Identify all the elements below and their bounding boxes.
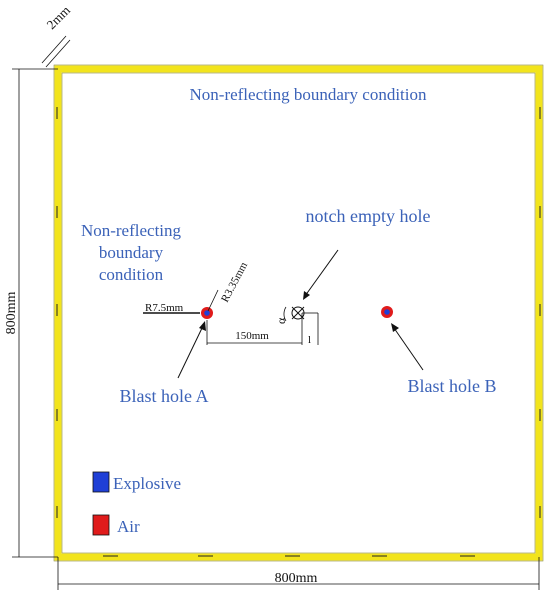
blast-hole-a-pointer	[177, 325, 204, 379]
left-boundary-label-line1: Non-reflecting	[81, 221, 182, 240]
width-dim-label: 800mm	[275, 571, 318, 586]
thickness-dim-line	[41, 35, 67, 64]
thickness-dim-label: 2mm	[44, 3, 74, 33]
boundary-dash-marks	[56, 107, 541, 557]
model-boundary-frame	[54, 65, 543, 561]
notch-hole-arrowhead	[303, 291, 310, 300]
spacing-dim-label: 150mm	[235, 330, 269, 342]
model-boundary-outer-edge	[53, 64, 544, 562]
blast-hole-b-label: Blast hole B	[408, 376, 497, 396]
top-boundary-label: Non-reflecting boundary condition	[190, 85, 427, 104]
hole-radius-label: R7.5mm	[145, 302, 184, 314]
notch-angle-arc	[283, 306, 287, 322]
legend-air-label: Air	[117, 517, 140, 536]
notch-crack-lower	[291, 306, 305, 320]
height-dim-label: 800mm	[4, 292, 19, 335]
notch-hole-pointer	[304, 249, 339, 297]
notch-angle-label: α	[274, 317, 288, 324]
blast-hole-b-arrowhead	[391, 323, 399, 332]
thickness-dim-line-2	[45, 39, 71, 68]
model-boundary-inner-edge	[61, 72, 536, 554]
notch-length-label: l	[308, 334, 311, 346]
legend-explosive-swatch	[92, 471, 110, 493]
blast-hole-a-label: Blast hole A	[120, 386, 209, 406]
notch-hole-label: notch empty hole	[306, 206, 431, 226]
legend-explosive-label: Explosive	[113, 474, 181, 493]
left-boundary-label-line3: condition	[99, 265, 164, 284]
left-boundary-label-line2: boundary	[99, 243, 164, 262]
explosive-radius-leader	[207, 289, 219, 312]
legend-air-swatch	[92, 514, 110, 536]
blast-hole-b-explosive	[384, 309, 390, 315]
blast-hole-b-pointer	[393, 327, 424, 371]
blast-hole-a-arrowhead	[199, 321, 206, 331]
explosive-radius-label: R3.35mm	[219, 260, 250, 305]
blast-hole-a-explosive	[204, 310, 210, 316]
